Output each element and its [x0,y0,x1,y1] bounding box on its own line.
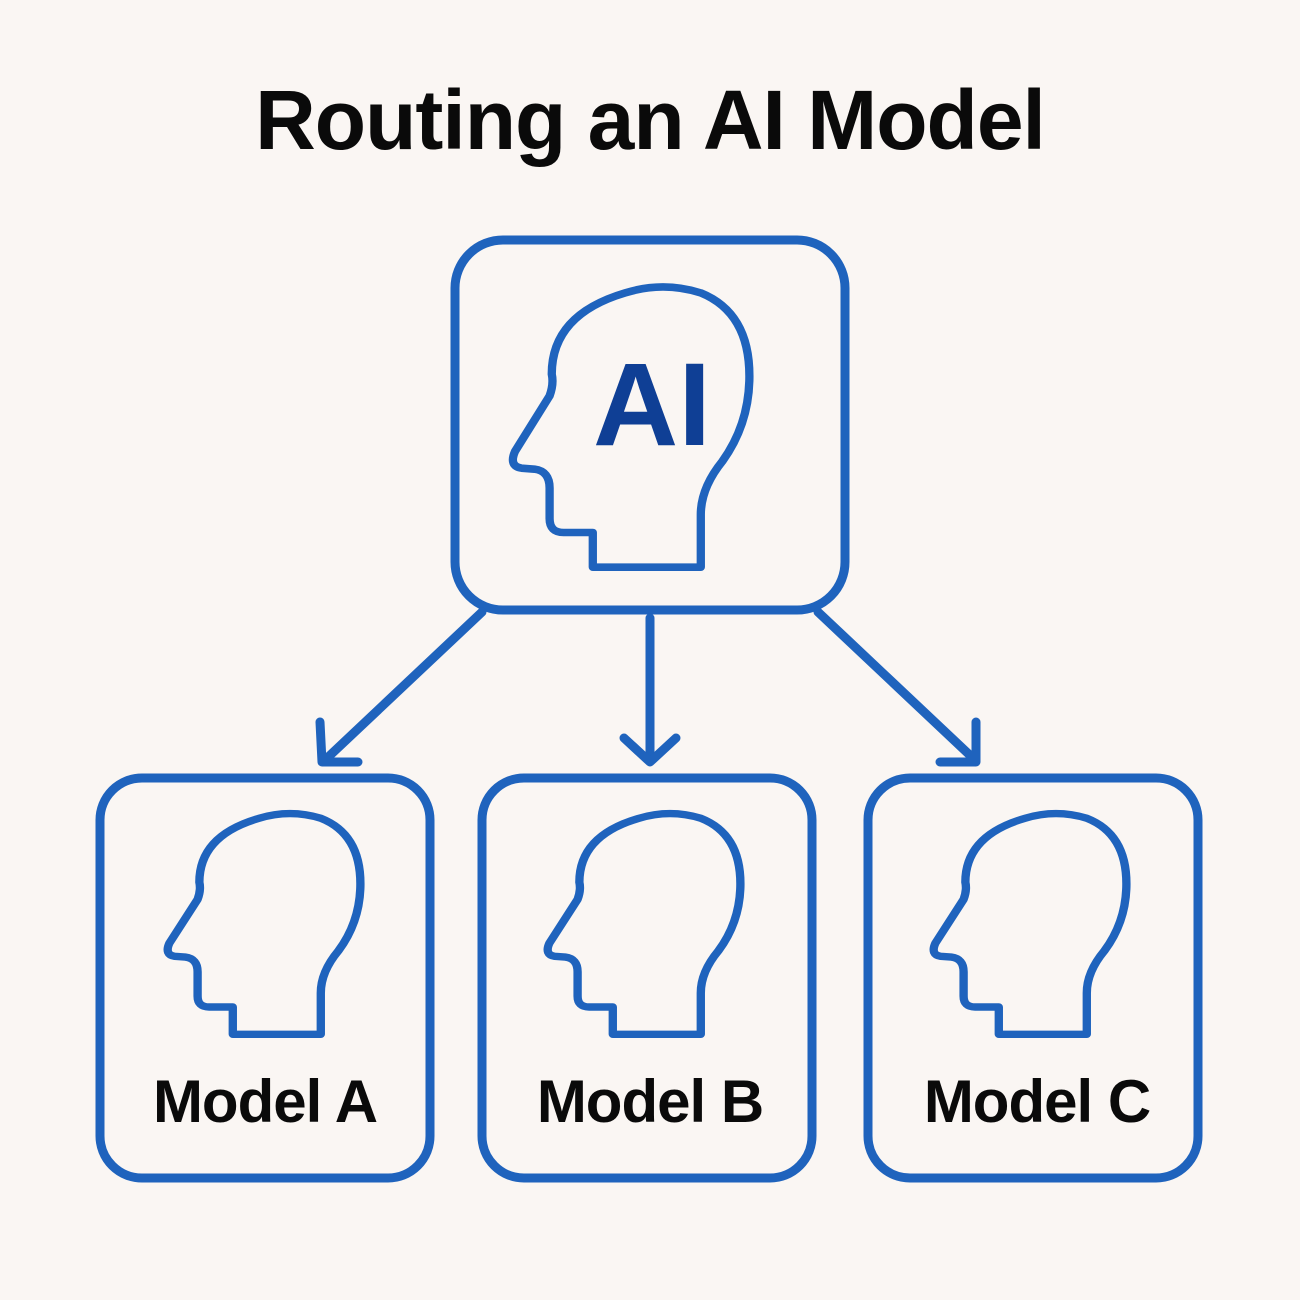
head-icon [168,814,361,1035]
model-node-a: Model A [95,773,435,1183]
arrow-to-model-a [315,607,487,767]
model-c-label: Model C [924,1068,1150,1135]
model-c-box [863,773,1203,1183]
model-a-box [95,773,435,1183]
router-label: AI [593,339,711,471]
head-icon [548,814,741,1035]
model-a-label: Model A [153,1068,377,1135]
model-node-c: Model C [863,773,1203,1183]
diagram-title: Routing an AI Model [255,73,1046,167]
model-b-box [477,773,817,1183]
router-box [450,235,850,615]
model-b-label: Model B [537,1068,763,1135]
arrow-to-model-c [813,607,981,767]
arrow-to-model-b [619,613,681,767]
model-node-b: Model B [477,773,817,1183]
head-icon [934,814,1127,1035]
router-node: AI [450,235,850,615]
